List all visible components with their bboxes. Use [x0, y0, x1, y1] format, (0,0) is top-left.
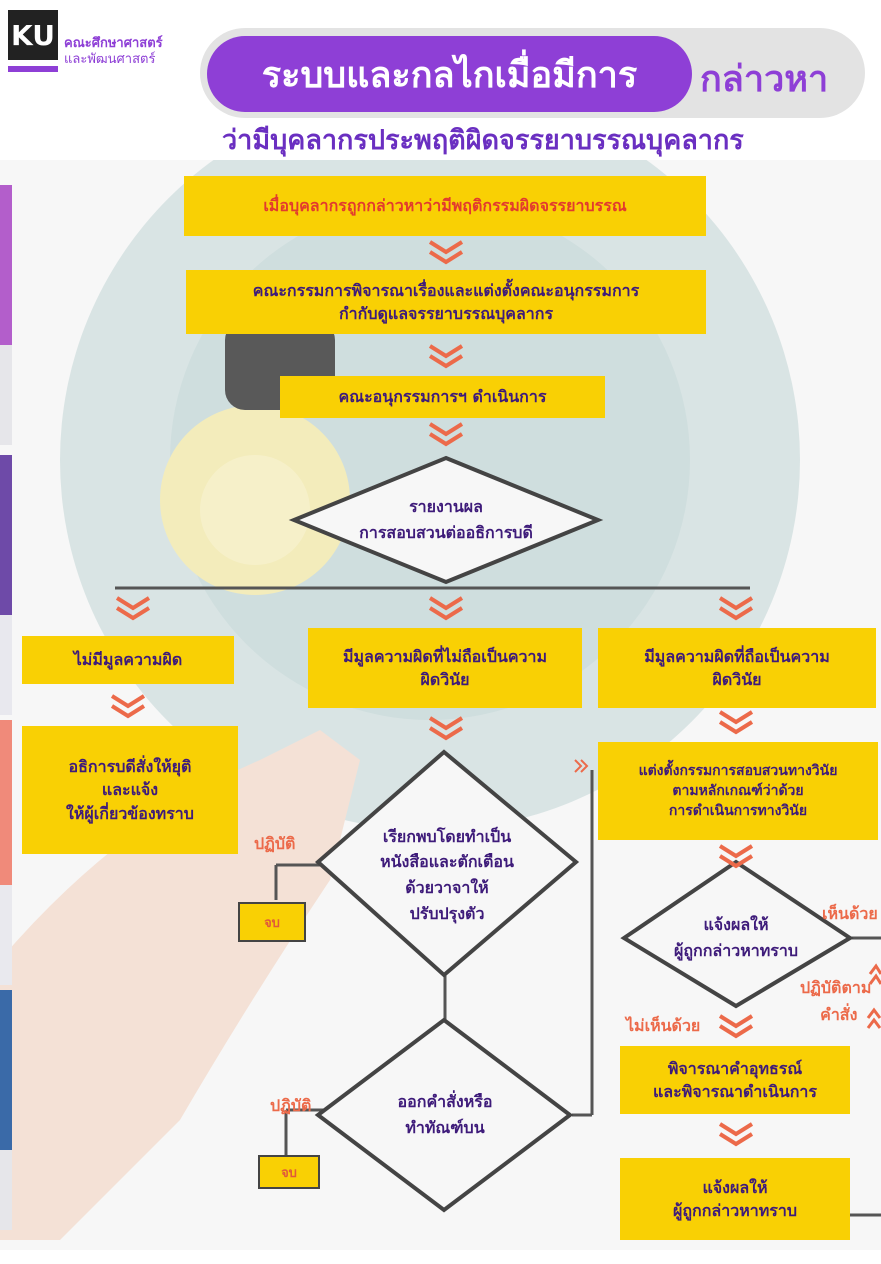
chevron-up-icon [868, 963, 881, 985]
outcome-non-disciplinary-line2: ผิดวินัย [420, 670, 470, 689]
chevron-icon-mid-1 [428, 596, 464, 621]
chevron-icon-right-5 [718, 1122, 754, 1147]
decision-warn-line3: ด้วยวาจาให้ [405, 878, 489, 897]
decision-report-line2: การสอบสวนต่ออธิการบดี [359, 523, 533, 542]
ku-logo: KU [8, 10, 58, 60]
decision-notify-line2: ผู้ถูกกล่าวหาทราบ [673, 941, 799, 960]
chevron-icon-left-1 [115, 596, 151, 621]
chevron-icon-right-2 [718, 710, 754, 735]
notify-result-box: แจ้งผลให้ ผู้ถูกกล่าวหาทราบ [620, 1158, 850, 1240]
outcome-non-disciplinary: มีมูลความผิดที่ไม่ถือเป็นความ ผิดวินัย [308, 628, 582, 708]
appoint-line3: การดำเนินการทางวินัย [668, 803, 808, 820]
appeal-line1: พิจารณาคำอุทธรณ์ [667, 1058, 803, 1078]
outcome-disciplinary-line2: ผิดวินัย [712, 670, 762, 689]
logo-mark: KU [11, 18, 55, 52]
chevron-icon-1 [428, 240, 464, 265]
decision-notify: แจ้งผลให้ ผู้ถูกกล่าวหาทราบ [640, 900, 832, 976]
title-purple: ระบบและกลไกเมื่อมีการ [261, 54, 638, 96]
appeal-line2: และพิจารณาดำเนินการ [652, 1082, 818, 1101]
decision-warn: เรียกพบโดยทำเป็น หนังสือและตักเตือน ด้วย… [342, 810, 552, 940]
decision-order-line2: ทำทัณฑ์บน [405, 1118, 485, 1137]
decision-report-line1: รายงานผล [409, 497, 483, 517]
outcome-disciplinary-line1: มีมูลความผิดที่ถือเป็นความ [644, 646, 830, 666]
notify-line1: แจ้งผลให้ [702, 1177, 768, 1197]
chevron-up-icon-2 [866, 1007, 881, 1029]
notify-line2: ผู้ถูกกล่าวหาทราบ [672, 1201, 798, 1220]
chevron-icon-2 [428, 344, 464, 369]
decision-warn-line2: หนังสือและตักเตือน [380, 852, 514, 872]
appoint-investigation: แต่งตั้งกรรมการสอบสวนทางวินัย ตามหลักเกณ… [598, 742, 878, 840]
follow-line1: ปฏิบัติตาม [800, 978, 872, 997]
step-committee-line1: คณะกรรมการพิจารณาเรื่องและแต่งตั้งคณะอนุ… [252, 280, 640, 300]
chevron-icon-mid-2 [428, 716, 464, 741]
action-terminate-line3: ให้ผู้เกี่ยวข้องทราบ [66, 803, 194, 823]
action-terminate: อธิการบดีสั่งให้ยุติ และแจ้ง ให้ผู้เกี่ย… [22, 726, 238, 854]
step-committee: คณะกรรมการพิจารณาเรื่องและแต่งตั้งคณะอนุ… [186, 270, 706, 334]
end-box-1: จบ [238, 902, 306, 942]
end-box-2: จบ [258, 1155, 320, 1189]
disagree-label: ไม่เห็นด้วย [626, 1016, 701, 1035]
decision-warn-line1: เรียกพบโดยทำเป็น [382, 826, 512, 846]
end-box-1-text: จบ [264, 915, 280, 931]
action-terminate-line1: อธิการบดีสั่งให้ยุติ [68, 757, 192, 777]
faculty-line1: คณะศึกษาศาสตร์ [64, 36, 163, 51]
appeal-box: พิจารณาคำอุทธรณ์ และพิจารณาดำเนินการ [620, 1046, 850, 1114]
decision-order: ออกคำสั่งหรือ ทำทัณฑ์บน [350, 1075, 540, 1155]
follow-order-label: ปฏิบัติตาม คำสั่ง [800, 974, 871, 1028]
step-subcommittee: คณะอนุกรรมการฯ ดำเนินการ [280, 376, 605, 418]
title-pill: ระบบและกลไกเมื่อมีการ [207, 36, 692, 112]
decision-notify-line1: แจ้งผลให้ [703, 915, 769, 935]
chevron-icon-left-2 [110, 694, 146, 719]
decision-order-line1: ออกคำสั่งหรือ [397, 1092, 493, 1112]
faculty-name: คณะศึกษาศาสตร์ และพัฒนศาสตร์ [64, 36, 163, 69]
appoint-line2: ตามหลักเกณฑ์ว่าด้วย [672, 782, 804, 799]
outcome-no-fault: ไม่มีมูลความผิด [22, 636, 234, 684]
chevron-icon-right-1 [718, 596, 754, 621]
comply-label-1: ปฏิบัติ [254, 834, 296, 853]
outcome-non-disciplinary-line1: มีมูลความผิดที่ไม่ถือเป็นความ [342, 646, 548, 666]
step-committee-line2: กำกับดูแลจรรยาบรรณบุคลากร [338, 304, 554, 323]
comply-label-2: ปฏิบัติ [270, 1096, 312, 1115]
end-box-2-text: จบ [281, 1165, 297, 1181]
step-accused-text: เมื่อบุคลากรถูกกล่าวหาว่ามีพฤติกรรมผิดจร… [263, 196, 627, 216]
faculty-line2: และพัฒนศาสตร์ [64, 52, 156, 68]
subtitle: ว่ามีบุคลากรประพฤติผิดจรรยาบรรณบุคลากร [222, 125, 744, 156]
outcome-no-fault-text: ไม่มีมูลความผิด [73, 650, 183, 670]
chevron-icon-3 [428, 422, 464, 447]
title-tail: กล่าวหา [700, 59, 829, 100]
chevron-icon-right-3 [718, 844, 754, 869]
chevron-icon-right-4 [718, 1014, 754, 1039]
agree-label: เห็นด้วย [822, 904, 878, 923]
logo-underline [8, 66, 58, 72]
action-terminate-line2: และแจ้ง [101, 780, 159, 800]
outcome-disciplinary: มีมูลความผิดที่ถือเป็นความ ผิดวินัย [598, 628, 876, 708]
decision-report: รายงานผล การสอบสวนต่ออธิการบดี [320, 478, 572, 562]
step-subcommittee-text: คณะอนุกรรมการฯ ดำเนินการ [338, 387, 547, 407]
follow-line2: คำสั่ง [820, 1005, 858, 1025]
appoint-line1: แต่งตั้งกรรมการสอบสวนทางวินัย [638, 762, 838, 779]
decision-warn-line4: ปรับปรุงตัว [409, 903, 485, 923]
step-accused: เมื่อบุคลากรถูกกล่าวหาว่ามีพฤติกรรมผิดจร… [184, 176, 706, 236]
